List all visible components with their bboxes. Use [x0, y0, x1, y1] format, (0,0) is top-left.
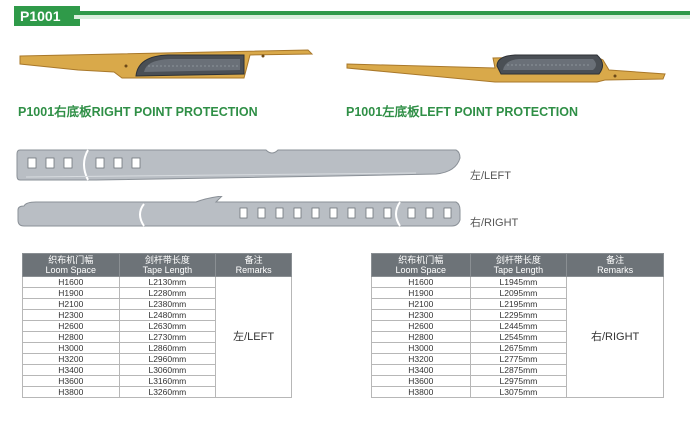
remarks-cell: 左/LEFT — [215, 276, 292, 398]
left-profile-label: 左/LEFT — [470, 170, 511, 182]
loom-space-cell: H1900 — [22, 287, 120, 299]
loom-space-cell: H3000 — [371, 342, 471, 354]
col-header-en: Loom Space — [395, 265, 447, 275]
tape-length-cell: L2630mm — [118, 320, 217, 332]
col-header-cn: 剑杆带长度 — [144, 255, 190, 265]
col-header-cn: 织布机门幅 — [48, 255, 94, 265]
right-spec-table: 织布机门幅 Loom Space 剑杆带长度 Tape Length 备注 Re… — [371, 253, 664, 398]
left-tape-profile — [16, 149, 461, 181]
tape-length-cell: L3075mm — [469, 386, 568, 398]
col-header-tape-length: 剑杆带长度 Tape Length — [118, 253, 217, 277]
left-board-image — [346, 54, 666, 83]
tape-length-cell: L2380mm — [118, 298, 217, 310]
tape-length-cell: L3260mm — [118, 386, 217, 398]
left-board-heading: P1001左底板LEFT POINT PROTECTION — [346, 105, 578, 119]
loom-space-cell: H2300 — [371, 309, 471, 321]
tape-length-cell: L2095mm — [469, 287, 568, 299]
tape-length-cell: L2280mm — [118, 287, 217, 299]
col-header-loom-space: 织布机门幅 Loom Space — [22, 253, 120, 277]
header-rule — [74, 11, 690, 19]
col-header-cn: 备注 — [244, 255, 263, 265]
tape-length-cell: L2775mm — [469, 353, 568, 365]
left-spec-table: 织布机门幅 Loom Space 剑杆带长度 Tape Length 备注 Re… — [22, 253, 292, 398]
loom-space-cell: H2100 — [22, 298, 120, 310]
model-tag: P1001 — [14, 6, 80, 26]
col-header-cn: 剑杆带长度 — [495, 255, 541, 265]
loom-space-cell: H3600 — [371, 375, 471, 387]
loom-space-cell: H3400 — [22, 364, 120, 376]
loom-space-cell: H1600 — [22, 276, 120, 288]
tape-length-cell: L2480mm — [118, 309, 217, 321]
right-profile-label: 右/RIGHT — [470, 217, 519, 229]
col-header-cn: 备注 — [606, 255, 625, 265]
loom-space-cell: H3800 — [371, 386, 471, 398]
loom-space-cell: H3000 — [22, 342, 120, 354]
col-header-loom-space: 织布机门幅 Loom Space — [371, 253, 471, 277]
tape-length-cell: L2295mm — [469, 309, 568, 321]
tape-length-cell: L2195mm — [469, 298, 568, 310]
tape-length-cell: L2860mm — [118, 342, 217, 354]
col-header-tape-length: 剑杆带长度 Tape Length — [469, 253, 568, 277]
loom-space-cell: H2600 — [371, 320, 471, 332]
col-header-remarks: 备注 Remarks — [566, 253, 664, 277]
loom-space-cell: H2800 — [22, 331, 120, 343]
tape-length-cell: L2960mm — [118, 353, 217, 365]
tape-length-cell: L2130mm — [118, 276, 217, 288]
loom-space-cell: H2100 — [371, 298, 471, 310]
col-header-en: Remarks — [235, 265, 272, 275]
loom-space-cell: H3400 — [371, 364, 471, 376]
loom-space-cell: H2800 — [371, 331, 471, 343]
loom-space-cell: H1600 — [371, 276, 471, 288]
col-header-en: Loom Space — [45, 265, 97, 275]
tape-length-cell: L1945mm — [469, 276, 568, 288]
col-header-en: Tape Length — [142, 265, 193, 275]
tape-length-cell: L2545mm — [469, 331, 568, 343]
remarks-cell: 右/RIGHT — [566, 276, 664, 398]
tape-length-cell: L2730mm — [118, 331, 217, 343]
loom-space-cell: H2600 — [22, 320, 120, 332]
loom-space-cell: H3800 — [22, 386, 120, 398]
right-tape-profile — [17, 196, 461, 227]
tape-length-cell: L3160mm — [118, 375, 217, 387]
loom-space-cell: H2300 — [22, 309, 120, 321]
tape-length-cell: L2875mm — [469, 364, 568, 376]
col-header-remarks: 备注 Remarks — [215, 253, 292, 277]
col-header-cn: 织布机门幅 — [398, 255, 444, 265]
loom-space-cell: H1900 — [371, 287, 471, 299]
col-header-en: Tape Length — [493, 265, 544, 275]
right-board-image — [19, 49, 314, 79]
right-board-heading: P1001右底板RIGHT POINT PROTECTION — [18, 105, 258, 119]
loom-space-cell: H3200 — [22, 353, 120, 365]
loom-space-cell: H3200 — [371, 353, 471, 365]
tape-length-cell: L2445mm — [469, 320, 568, 332]
tape-length-cell: L2675mm — [469, 342, 568, 354]
col-header-en: Remarks — [597, 265, 634, 275]
tape-length-cell: L2975mm — [469, 375, 568, 387]
loom-space-cell: H3600 — [22, 375, 120, 387]
tape-length-cell: L3060mm — [118, 364, 217, 376]
